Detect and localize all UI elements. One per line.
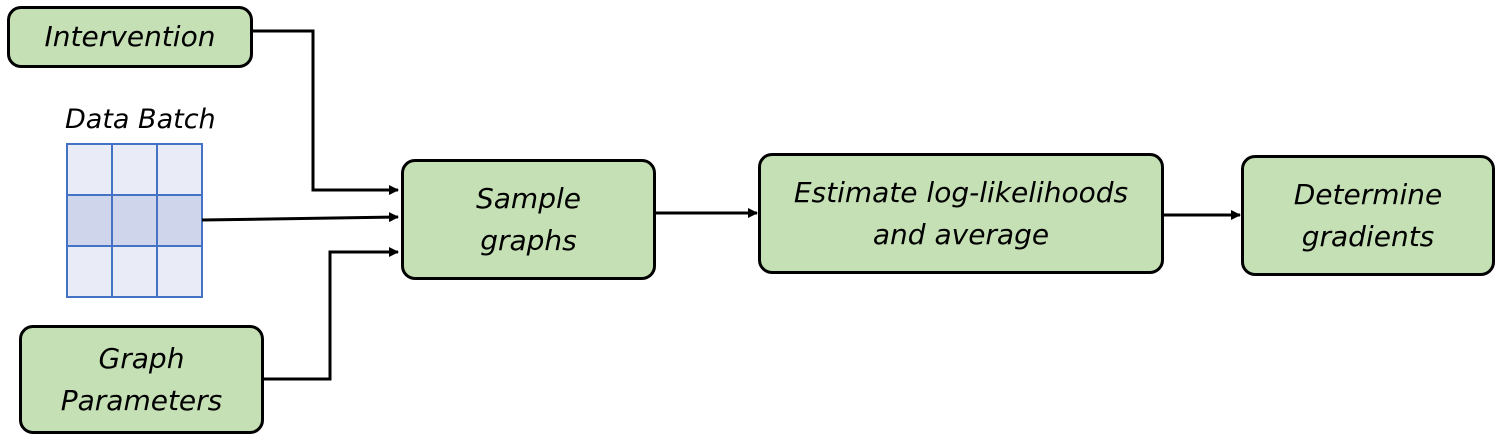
estimate-line1: Estimate log-likelihoods [793,175,1129,209]
graph-parameters-line2: Parameters [60,383,223,417]
determine-gradients-node: Determine gradients [1241,155,1495,276]
data-batch-title: Data Batch [65,104,216,135]
determine-line2: gradients [1301,219,1435,253]
intervention-node: Intervention [7,6,253,68]
grid-cell [111,143,158,196]
grid-cell-highlighted [111,194,158,247]
arrow-graphparams-to-sample [263,247,399,381]
determine-line1: Determine [1293,177,1443,211]
graph-parameters-node: Graph Parameters [19,325,264,434]
grid-cell [111,245,158,298]
graph-parameters-line1: Graph [98,341,185,375]
sample-graphs-line1: Sample [476,181,581,215]
grid-cell-highlighted [156,194,203,247]
intervention-label: Intervention [44,20,216,53]
grid-cell [66,143,113,196]
estimate-line2: and average [872,217,1050,251]
arrow-intervention-to-sample [252,29,399,195]
estimate-node: Estimate log-likelihoods and average [758,153,1164,274]
sample-graphs-node: Sample graphs [401,159,656,280]
arrow-databatch-to-sample [201,212,399,223]
grid-cell [66,245,113,298]
grid-cell [156,245,203,298]
data-batch-grid [66,143,203,298]
sample-graphs-line2: graphs [480,223,577,257]
grid-cell-highlighted [66,194,113,247]
grid-cell [156,143,203,196]
